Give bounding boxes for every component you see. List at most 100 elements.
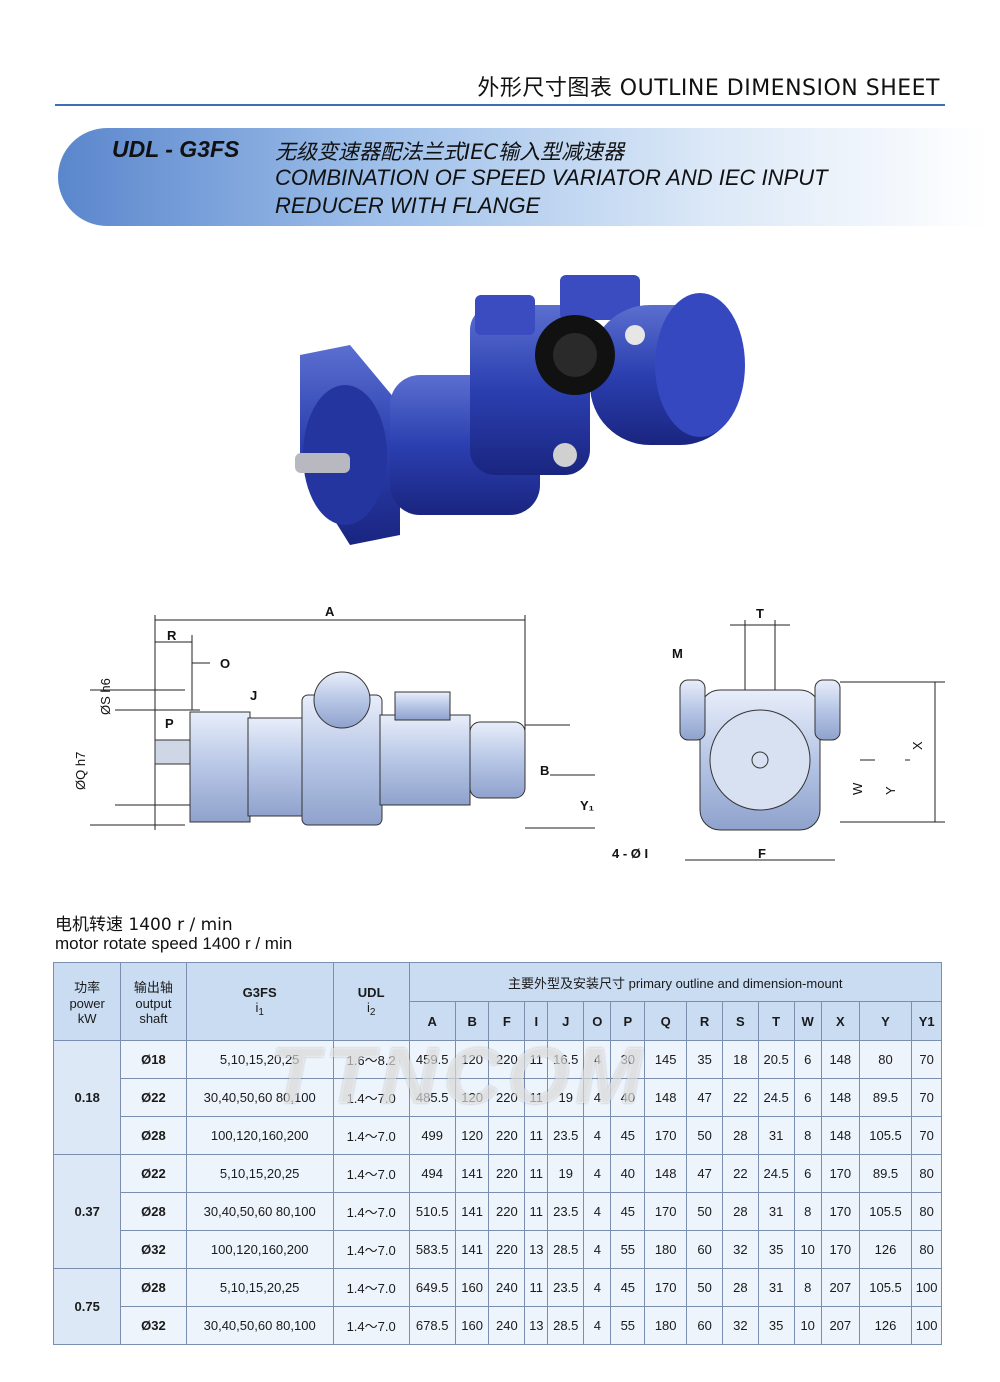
col-header-dim-q: Q — [644, 1001, 688, 1041]
shaft-cell: Ø32 — [120, 1306, 187, 1345]
dim-cell-j: 28.5 — [547, 1306, 585, 1345]
dim-cell-w: 8 — [793, 1268, 822, 1307]
dim-label-Y: Y — [883, 786, 898, 795]
dim-cell-o: 4 — [583, 1078, 612, 1117]
dim-cell-s: 32 — [721, 1306, 759, 1345]
ratio-i2-cell: 1.4～7.0 — [332, 1230, 410, 1269]
title-chinese: 无级变速器配法兰式IEC输入型减速器 — [275, 140, 625, 164]
dim-cell-o: 4 — [583, 1306, 612, 1345]
dim-cell-q: 148 — [644, 1078, 688, 1117]
col-header-dim-y1: Y1 — [911, 1001, 942, 1041]
ratio-i2-cell: 1.4～7.0 — [332, 1306, 410, 1345]
dim-cell-i: 13 — [524, 1230, 549, 1269]
col-header-g3fs: G3FS i1 — [185, 962, 334, 1041]
dim-cell-y: 89.5 — [858, 1154, 913, 1193]
dim-cell-s: 22 — [721, 1154, 759, 1193]
dim-cell-y1: 80 — [911, 1154, 942, 1193]
dim-cell-q: 170 — [644, 1116, 688, 1155]
dim-cell-b: 120 — [454, 1116, 490, 1155]
product-photo — [295, 275, 745, 545]
col-header-udl: UDL i2 — [332, 962, 410, 1041]
dim-label-Q: ØQ h7 — [73, 752, 88, 790]
dim-cell-j: 23.5 — [547, 1192, 585, 1231]
ratio-i1-cell: 100,120,160,200 — [185, 1116, 334, 1155]
dim-cell-t: 20.5 — [757, 1040, 795, 1079]
col-header-dim-a: A — [408, 1001, 456, 1041]
title-english-line2: REDUCER WITH FLANGE — [275, 193, 541, 218]
dim-cell-s: 28 — [721, 1192, 759, 1231]
dim-cell-t: 31 — [757, 1192, 795, 1231]
dim-cell-o: 4 — [583, 1192, 612, 1231]
ratio-i1-cell: 30,40,50,60 80,100 — [185, 1306, 334, 1345]
dim-cell-b: 120 — [454, 1040, 490, 1079]
shaft-cell: Ø22 — [120, 1154, 187, 1193]
dim-cell-x: 170 — [820, 1154, 860, 1193]
col-header-shaft: 输出轴 output shaft — [120, 962, 187, 1041]
dim-cell-y1: 100 — [911, 1306, 942, 1345]
power-cell: 0.75 — [52, 1268, 122, 1345]
dim-cell-w: 8 — [793, 1116, 822, 1155]
dim-cell-f: 220 — [488, 1154, 526, 1193]
dim-cell-b: 141 — [454, 1154, 490, 1193]
title-banner — [58, 128, 988, 226]
col-header-dim-b: B — [454, 1001, 490, 1041]
dim-cell-a: 499 — [408, 1116, 456, 1155]
dim-cell-y1: 80 — [911, 1230, 942, 1269]
dim-cell-t: 35 — [757, 1306, 795, 1345]
motor-speed-cn: 电机转速 1400 r / min — [55, 915, 233, 935]
ratio-i1-cell: 5,10,15,20,25 — [185, 1268, 334, 1307]
dim-cell-r: 50 — [686, 1192, 723, 1231]
dim-label-M: M — [672, 646, 683, 661]
dim-label-T: T — [756, 606, 764, 621]
col-header-dim-j: J — [547, 1001, 585, 1041]
ratio-i2-cell: 1.4～7.0 — [332, 1116, 410, 1155]
dim-cell-q: 148 — [644, 1154, 688, 1193]
col-header-dim-r: R — [686, 1001, 723, 1041]
dim-label-P: P — [165, 716, 174, 731]
dim-label-holes: 4 - Ø I — [612, 846, 648, 861]
dim-cell-w: 6 — [793, 1078, 822, 1117]
dim-cell-r: 50 — [686, 1116, 723, 1155]
col-header-dimensions: 主要外型及安装尺寸 primary outline and dimension-… — [408, 962, 943, 1002]
dim-cell-j: 19 — [547, 1154, 585, 1193]
dim-cell-y1: 70 — [911, 1116, 942, 1155]
dim-cell-x: 207 — [820, 1306, 860, 1345]
col-header-dim-i: I — [524, 1001, 549, 1041]
dim-cell-y: 89.5 — [858, 1078, 913, 1117]
dim-cell-y: 126 — [858, 1230, 913, 1269]
dim-cell-x: 148 — [820, 1078, 860, 1117]
dim-cell-w: 6 — [793, 1154, 822, 1193]
dim-cell-b: 141 — [454, 1192, 490, 1231]
dimension-table: 功率 power kW 输出轴 output shaft G3FS i1 UDL… — [52, 962, 943, 1345]
dim-cell-p: 40 — [610, 1154, 646, 1193]
ratio-i2-cell: 1.4～7.0 — [332, 1078, 410, 1117]
dim-cell-x: 148 — [820, 1116, 860, 1155]
dim-cell-a: 494 — [408, 1154, 456, 1193]
dim-cell-r: 47 — [686, 1154, 723, 1193]
title-english-line1: COMBINATION OF SPEED VARIATOR AND IEC IN… — [275, 165, 828, 190]
dim-cell-o: 4 — [583, 1268, 612, 1307]
dim-cell-b: 160 — [454, 1306, 490, 1345]
end-view-drawing: T M 4 - Ø I F X W Y — [612, 606, 945, 861]
dim-cell-y1: 70 — [911, 1078, 942, 1117]
dim-cell-y1: 70 — [911, 1040, 942, 1079]
dim-cell-q: 180 — [644, 1230, 688, 1269]
dim-cell-b: 141 — [454, 1230, 490, 1269]
dim-cell-j: 19 — [547, 1078, 585, 1117]
dim-label-Y1: Y₁ — [580, 798, 594, 813]
dim-label-B: B — [540, 763, 549, 778]
dim-cell-b: 120 — [454, 1078, 490, 1117]
col-header-dim-p: P — [610, 1001, 646, 1041]
dim-cell-a: 649.5 — [408, 1268, 456, 1307]
dim-cell-p: 55 — [610, 1230, 646, 1269]
page-header-title: 外形尺寸图表 OUTLINE DIMENSION SHEET — [477, 76, 940, 101]
dim-cell-s: 28 — [721, 1116, 759, 1155]
dim-cell-r: 50 — [686, 1268, 723, 1307]
ratio-i2-cell: 1.4～7.0 — [332, 1154, 410, 1193]
dim-cell-f: 240 — [488, 1268, 526, 1307]
dim-cell-w: 10 — [793, 1230, 822, 1269]
